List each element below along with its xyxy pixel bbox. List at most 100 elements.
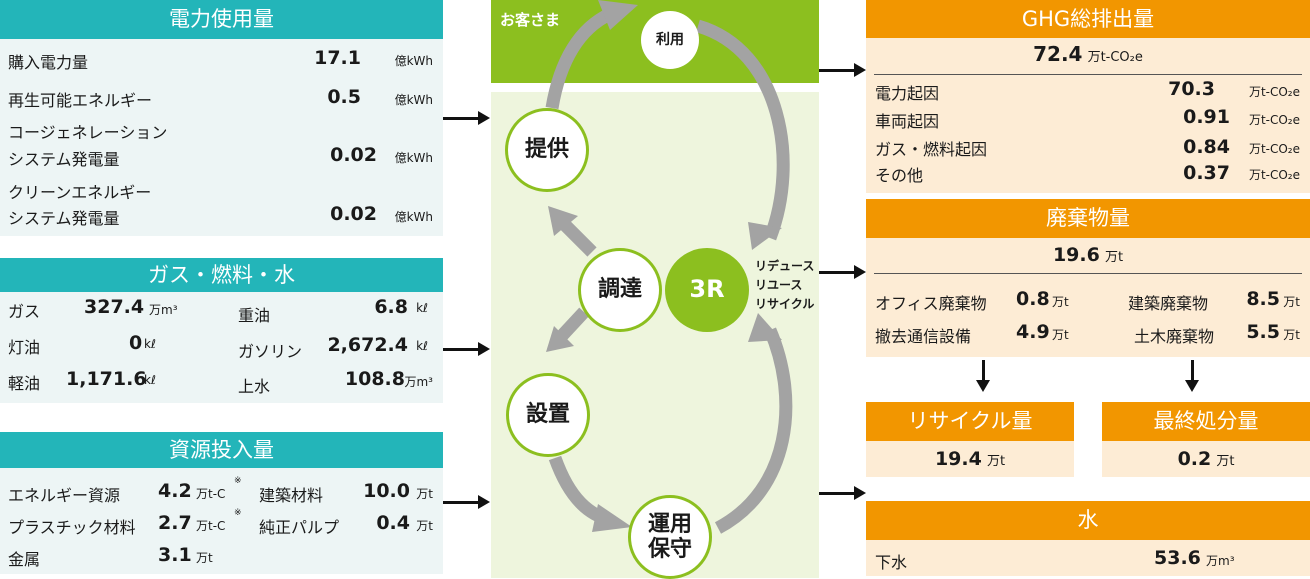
waste-row-unit: 万t xyxy=(1052,295,1069,309)
ghg-total-unit: 万t-CO₂e xyxy=(1087,50,1143,65)
resources-title: 資源投入量 xyxy=(0,432,443,468)
stage-install-label: 設置 xyxy=(525,402,570,428)
ghg-row-unit: 万t-CO₂e xyxy=(1248,142,1300,156)
gas-row-unit: kℓ xyxy=(416,339,428,353)
arrowhead-3r-top xyxy=(748,222,782,250)
ghg-total-value: 72.4 xyxy=(1033,42,1083,66)
ghg-panel: GHG総排出量 72.4 万t-CO₂e 電力起因 70.3 万t-CO₂e 車… xyxy=(866,0,1310,193)
water-row-unit: 万m³ xyxy=(1206,554,1235,568)
arrowhead-3r-bottom xyxy=(748,313,782,342)
waste-row-value: 0.8 xyxy=(1016,288,1050,310)
recycle-panel: リサイクル量 19.4 万t xyxy=(866,402,1074,477)
electricity-row-label: システム発電量 xyxy=(8,150,120,169)
resource-row-note: ※ xyxy=(234,508,242,518)
flow-arrow-water xyxy=(819,486,866,500)
arrowhead-use xyxy=(598,0,638,30)
gas-row-label: 重油 xyxy=(238,306,271,325)
arrowhead-install xyxy=(546,326,574,352)
waste-row-value: 8.5 xyxy=(1246,288,1280,310)
flow-arrow-recycle xyxy=(976,360,990,392)
electricity-row-unit: 億kWh xyxy=(394,54,433,68)
electricity-row-unit: 億kWh xyxy=(394,210,433,224)
flow-arrow-gas-fuel-water xyxy=(443,342,490,356)
gas-row-unit: 万m³ xyxy=(404,375,433,389)
electricity-row-label: クリーンエネルギー xyxy=(8,183,152,202)
arrow-procure-to-provide xyxy=(557,217,597,257)
waste-row-unit: 万t xyxy=(1283,328,1300,342)
waste-row-value: 5.5 xyxy=(1246,321,1280,343)
cycle-arrows xyxy=(545,0,793,534)
final-disposal-panel: 最終処分量 0.2 万t xyxy=(1102,402,1310,477)
waste-row-label: 建築廃棄物 xyxy=(1128,294,1209,313)
ghg-row-label: ガス・燃料起因 xyxy=(875,140,988,159)
resource-row-label: 純正パルプ xyxy=(259,518,340,537)
ghg-row-unit: 万t-CO₂e xyxy=(1248,168,1300,182)
gas-row-value: 327.4 xyxy=(84,296,145,318)
resource-row-unit: 万t-C xyxy=(196,519,226,533)
resource-row-unit: 万t xyxy=(416,519,433,533)
resource-row-value: 3.1 xyxy=(158,544,192,566)
ghg-row-value: 0.91 xyxy=(1183,106,1230,128)
electricity-row-value: 0.02 xyxy=(330,144,377,166)
ghg-row-value: 70.3 xyxy=(1168,78,1215,100)
gas-row-value: 0 xyxy=(129,332,143,354)
resource-row-unit: 万t xyxy=(196,551,213,565)
flow-arrow-final-disposal xyxy=(1185,360,1199,392)
stage-procure-label: 調達 xyxy=(597,277,642,303)
flow-arrow-ghg xyxy=(819,63,866,77)
resource-row-value: 10.0 xyxy=(363,480,410,502)
gas-row-value: 108.8 xyxy=(344,368,405,390)
waste-row-label: 撤去通信設備 xyxy=(875,327,972,346)
water-title: 水 xyxy=(866,501,1310,540)
resource-row-label: 建築材料 xyxy=(259,486,324,505)
ghg-title: GHG総排出量 xyxy=(866,0,1310,38)
electricity-row-value: 0.5 xyxy=(327,86,361,108)
resource-row-label: プラスチック材料 xyxy=(8,518,136,537)
stage-use-label: 利用 xyxy=(656,31,684,48)
stage-operate-label: 保守 xyxy=(647,537,692,562)
gas-row-unit: kℓ xyxy=(144,373,156,387)
waste-row-unit: 万t xyxy=(1283,295,1300,309)
stage-operate: 運用 保守 xyxy=(628,495,712,579)
arrowhead-operate xyxy=(592,504,632,532)
arrowhead-provide xyxy=(548,206,578,236)
resource-row-label: エネルギー資源 xyxy=(8,486,121,505)
stage-provide-label: 提供 xyxy=(524,137,569,163)
ghg-row-label: その他 xyxy=(875,166,924,185)
electricity-row-value: 17.1 xyxy=(314,47,361,69)
resource-row-value: 4.2 xyxy=(158,480,192,502)
waste-total-value: 19.6 xyxy=(1052,244,1100,266)
final-disposal-title: 最終処分量 xyxy=(1102,402,1310,441)
resource-row-value: 2.7 xyxy=(158,512,192,534)
waste-row-label: オフィス廃棄物 xyxy=(875,294,987,313)
ghg-row-unit: 万t-CO₂e xyxy=(1248,113,1300,127)
resource-row-value: 0.4 xyxy=(376,512,410,534)
flow-arrow-electricity xyxy=(443,111,490,125)
gas-fuel-water-title: ガス・燃料・水 xyxy=(0,258,443,292)
arrow-operate-to-3r xyxy=(714,327,793,534)
customer-label: お客さま xyxy=(500,11,561,29)
ghg-row-unit: 万t-CO₂e xyxy=(1248,85,1300,99)
gas-row-value: 6.8 xyxy=(374,296,408,318)
gas-row-label: 上水 xyxy=(238,377,271,396)
waste-row-label: 土木廃棄物 xyxy=(1134,327,1215,346)
gas-row-label: ガソリン xyxy=(238,342,303,361)
stage-3r: 3R xyxy=(665,248,749,332)
ghg-row-value: 0.37 xyxy=(1183,162,1230,184)
gas-row-unit: 万m³ xyxy=(149,303,178,317)
electricity-title: 電力使用量 xyxy=(0,0,443,39)
electricity-row-label: 再生可能エネルギー xyxy=(8,91,153,110)
three-r-items: リデュース リユース リサイクル xyxy=(755,257,814,314)
resources-panel: 資源投入量 エネルギー資源 4.2 万t-C ※ プラスチック材料 2.7 万t… xyxy=(0,432,443,574)
water-row-label: 下水 xyxy=(875,553,908,572)
ghg-row-label: 電力起因 xyxy=(875,84,940,103)
ghg-divider xyxy=(874,74,1302,75)
electricity-row-unit: 億kWh xyxy=(394,93,433,107)
stage-provide: 提供 xyxy=(505,108,589,192)
final-disposal-value: 0.2 xyxy=(1177,448,1212,470)
final-disposal-unit: 万t xyxy=(1216,454,1235,469)
electricity-panel: 電力使用量 購入電力量 17.1 億kWh 再生可能エネルギー 0.5 億kWh… xyxy=(0,0,443,236)
waste-title: 廃棄物量 xyxy=(866,199,1310,238)
three-r-item: リデュース xyxy=(755,259,815,273)
waste-row-value: 4.9 xyxy=(1016,321,1050,343)
